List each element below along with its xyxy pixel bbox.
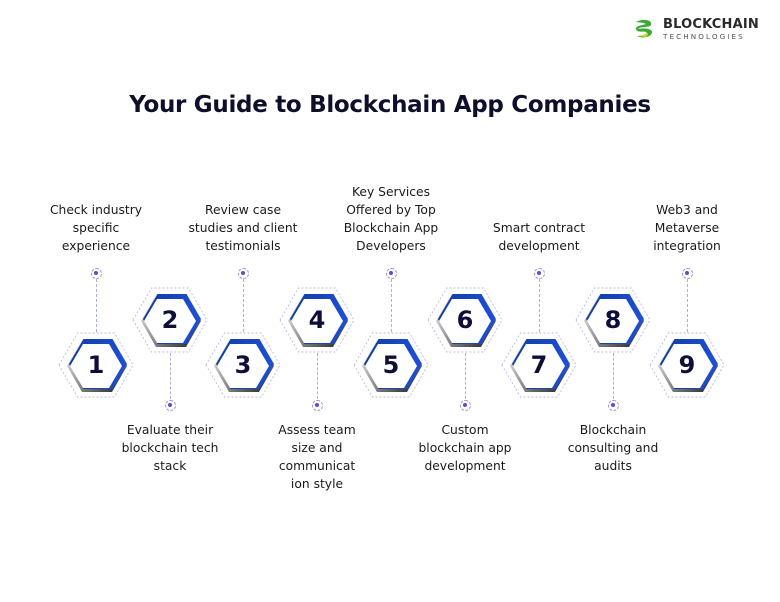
hexagon-shape-icon	[353, 332, 429, 398]
step-label: Review case studies and client testimonial…	[178, 201, 308, 255]
step-label-line: experience	[61, 239, 131, 253]
step-label-line: Offered by Top	[346, 203, 436, 217]
step-label-line: testimonials	[205, 239, 281, 253]
step-number: 4	[308, 306, 326, 334]
step-connector	[170, 353, 171, 399]
step-number: 2	[161, 306, 179, 334]
step-number: 9	[678, 351, 696, 379]
step-connector	[687, 279, 688, 332]
step-label: Assess team size and communicat ion style	[252, 421, 382, 493]
step-hexagon: 3	[205, 332, 281, 398]
step-connector	[391, 279, 392, 332]
step-label-line: Custom	[441, 423, 489, 437]
step-dot-icon	[533, 267, 545, 279]
page-title: Your Guide to Blockchain App Companies	[129, 92, 651, 118]
step-connector	[539, 279, 540, 332]
logo-name: BLOCKCHAIN	[663, 17, 760, 32]
step-label-line: audits	[594, 459, 632, 473]
hexagon-shape-icon	[501, 332, 577, 398]
step-label-line: development	[498, 239, 580, 253]
step-label-line: Metaverse	[654, 221, 720, 235]
step-label: Smart contract development	[474, 219, 604, 255]
step-dot-icon	[681, 267, 693, 279]
step-number: 7	[530, 351, 548, 379]
step-label-line: communicat	[278, 459, 356, 473]
hexagon-shape-icon	[279, 287, 355, 353]
step-label: Check industry specific experience	[31, 201, 161, 255]
step-hexagon: 1	[58, 332, 134, 398]
step-dot-icon	[385, 267, 397, 279]
step-label: Blockchain consulting and audits	[548, 421, 678, 475]
hexagon-shape-icon	[575, 287, 651, 353]
step-hexagon: 2	[132, 287, 208, 353]
step-label-line: Assess team	[278, 423, 356, 437]
hexagon-shape-icon	[58, 332, 134, 398]
step-connector	[317, 353, 318, 399]
step-label-line: Blockchain	[579, 423, 647, 437]
step-dot-icon	[311, 399, 323, 411]
step-number: 1	[87, 351, 105, 379]
step-hexagon: 5	[353, 332, 429, 398]
step-dot-icon	[607, 399, 619, 411]
step-hexagon: 4	[279, 287, 355, 353]
hexagon-shape-icon	[427, 287, 503, 353]
blockchain-logo-icon	[635, 19, 652, 38]
step-hexagon: 6	[427, 287, 503, 353]
step-hexagon: 9	[649, 332, 725, 398]
step-label: Evaluate their blockchain tech stack	[105, 421, 235, 475]
step-connector	[96, 279, 97, 332]
step-label-line: Review case	[204, 203, 282, 217]
step-dot-icon	[164, 399, 176, 411]
step-number: 6	[456, 306, 474, 334]
hexagon-shape-icon	[649, 332, 725, 398]
brand-logo: BLOCKCHAIN TECHNOLOGIES	[633, 18, 759, 40]
step-dot-icon	[237, 267, 249, 279]
step-label-line: consulting and	[567, 441, 659, 455]
step-connector	[465, 353, 466, 399]
step-hexagon: 7	[501, 332, 577, 398]
step-label-line: ion style	[290, 477, 344, 491]
step-connector	[243, 279, 244, 332]
step-label-line: blockchain tech	[121, 441, 219, 455]
step-number: 3	[234, 351, 252, 379]
step-label-line: stack	[153, 459, 187, 473]
step-label-line: studies and client	[188, 221, 298, 235]
step-number: 8	[604, 306, 622, 334]
step-label-line: Check industry	[49, 203, 143, 217]
step-label-line: size and	[291, 441, 343, 455]
step-label-line: development	[424, 459, 506, 473]
step-label-line: blockchain app	[418, 441, 512, 455]
step-label-line: Key Services	[351, 185, 431, 199]
step-label-line: Smart contract	[492, 221, 586, 235]
step-label-line: integration	[653, 239, 721, 253]
step-hexagon: 8	[575, 287, 651, 353]
step-label-line: Blockchain App	[343, 221, 439, 235]
step-label: Custom blockchain app development	[400, 421, 530, 475]
step-number: 5	[382, 351, 400, 379]
step-label-line: specific	[72, 221, 120, 235]
logo-subtitle: TECHNOLOGIES	[663, 32, 745, 41]
hexagon-shape-icon	[205, 332, 281, 398]
step-label-line: Developers	[356, 239, 426, 253]
step-connector	[613, 353, 614, 399]
step-dot-icon	[459, 399, 471, 411]
step-label-line: Web3 and	[656, 203, 718, 217]
step-dot-icon	[90, 267, 102, 279]
hexagon-shape-icon	[132, 287, 208, 353]
step-label-line: Evaluate their	[126, 423, 214, 437]
